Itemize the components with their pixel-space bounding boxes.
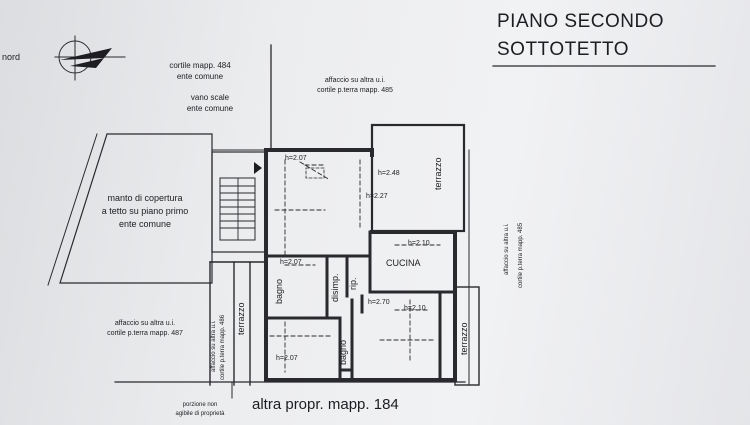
affaccio-485-right-line-2: cortile p.terra mapp. 485 bbox=[518, 222, 524, 288]
vano-scale-line-2: ente comune bbox=[186, 104, 234, 113]
manto-line-3: ente comune bbox=[118, 219, 172, 229]
cortile-484-line-1: cortile mapp. 484 bbox=[169, 61, 231, 70]
north-arrow-icon bbox=[54, 35, 126, 81]
height-label: h=2.27 bbox=[366, 193, 388, 200]
terrazzo-top-label: terrazzo bbox=[433, 157, 443, 190]
affaccio-487-line-2: cortile p.terra mapp. 487 bbox=[107, 330, 183, 337]
rip-label: rip. bbox=[348, 277, 358, 290]
height-label: h=2.70 bbox=[368, 299, 390, 306]
disimp-label: disimp. bbox=[330, 273, 340, 302]
height-label: h=2.10 bbox=[404, 305, 426, 312]
north-label: nord bbox=[2, 52, 21, 62]
height-label: h=2.48 bbox=[378, 170, 400, 177]
porzione-line-2: agibile di proprietà bbox=[175, 411, 225, 417]
cortile-484-line-2: ente comune bbox=[176, 72, 224, 81]
manto-line-1: manto di copertura bbox=[107, 193, 183, 203]
roof-cover-outline bbox=[59, 133, 213, 284]
bagno-2-label: bagno bbox=[338, 339, 348, 365]
terrace-top-outline bbox=[370, 123, 466, 233]
bagno-1-label: bagno bbox=[274, 278, 284, 304]
roof-slope-lines bbox=[269, 159, 441, 373]
height-label: h=2.07 bbox=[280, 259, 302, 266]
height-label: h=2.07 bbox=[276, 355, 298, 362]
entry-arrow-icon bbox=[254, 162, 262, 174]
affaccio-486-line-1: affaccio su altra u.i. bbox=[211, 320, 217, 372]
affaccio-485-top-line-1: affaccio su altra u.i. bbox=[324, 77, 386, 84]
affaccio-486-line-2: cortile p.terra mapp. 486 bbox=[220, 314, 226, 380]
affaccio-485-top-line-2: cortile p.terra mapp. 485 bbox=[317, 87, 393, 94]
bottom-property-label: altra propr. mapp. 184 bbox=[252, 396, 399, 413]
terrace-left-outline bbox=[209, 261, 267, 386]
cucina-label: CUCINA bbox=[386, 258, 421, 268]
affaccio-485-right-line-1: affaccio su altra u.i. bbox=[504, 223, 510, 275]
title-line-2: SOTTOTETTO bbox=[497, 39, 630, 60]
height-label: h=2.07 bbox=[285, 155, 307, 162]
terrazzo-right-label: terrazzo bbox=[459, 322, 469, 355]
porzione-line-1: porzione non bbox=[182, 402, 218, 408]
vano-scale-line-1: vano scale bbox=[190, 93, 230, 102]
terrazzo-left-label: terrazzo bbox=[236, 302, 246, 335]
terrace-right-outline bbox=[454, 286, 480, 386]
height-label: h=2.10 bbox=[408, 240, 430, 247]
manto-line-2: a tetto su piano primo bbox=[101, 206, 189, 216]
affaccio-487-line-1: affaccio su altra u.i. bbox=[114, 320, 176, 327]
unit-interior-walls bbox=[264, 230, 457, 382]
title-line-1: PIANO SECONDO bbox=[497, 11, 664, 32]
